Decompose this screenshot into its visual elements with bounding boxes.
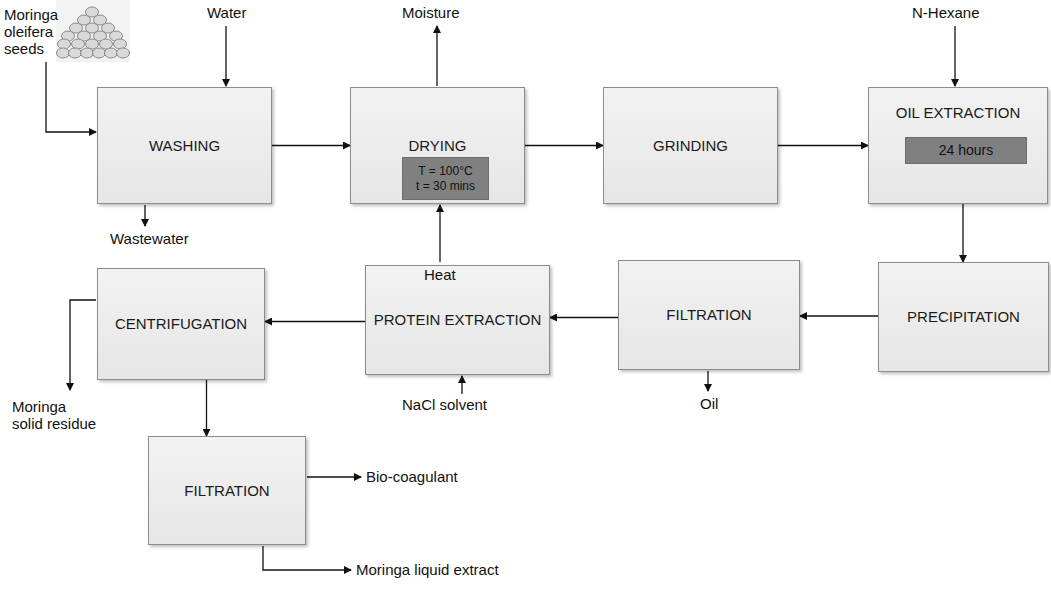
text-group: FILTRATION: [619, 306, 799, 324]
condition-text: T = 100°C: [409, 164, 482, 179]
output-arrow: [70, 300, 96, 390]
output-arrow: [307, 476, 361, 477]
flow-arrow: [206, 380, 207, 436]
process-box: WASHING: [97, 87, 272, 204]
step-name: OIL EXTRACTION: [875, 104, 1041, 122]
stream-label: Water: [207, 4, 246, 21]
condition-text: 24 hours: [912, 142, 1020, 159]
step-name: PRECIPITATION: [885, 308, 1042, 326]
stream-label: Moisture: [402, 4, 460, 21]
flow-arrow: [272, 145, 350, 146]
step-name: PROTEIN EXTRACTION: [372, 311, 543, 329]
condition-box: T = 100°Ct = 30 mins: [402, 157, 489, 200]
input-arrow: [46, 62, 96, 132]
flow-arrow: [525, 145, 603, 146]
seed: [57, 48, 70, 58]
output-arrow: [144, 205, 145, 226]
text-group: FILTRATION: [149, 482, 305, 500]
text-group: CENTRIFUGATION: [98, 315, 264, 333]
text-group: DRYING: [351, 137, 524, 155]
process-box: GRINDING: [603, 87, 778, 204]
step-name: GRINDING: [610, 137, 771, 155]
seed: [93, 48, 106, 58]
process-box: FILTRATION: [618, 260, 800, 370]
seed: [100, 39, 113, 49]
flow-arrow: [800, 315, 878, 316]
process-box: DRYING T = 100°Ct = 30 mins: [350, 87, 525, 204]
text-group: T = 100°Ct = 30 mins: [403, 164, 488, 194]
process-box: PRECIPITATION: [878, 262, 1049, 372]
stream-label: Oil: [700, 395, 718, 412]
step-name: FILTRATION: [625, 306, 793, 324]
process-box: OIL EXTRACTION 24 hours: [868, 87, 1048, 204]
step-name: FILTRATION: [155, 482, 299, 500]
seed-photo: [56, 0, 130, 62]
input-arrow: [439, 205, 440, 262]
seed: [72, 39, 85, 49]
condition-box: 24 hours: [905, 137, 1027, 164]
stream-label: Bio-coagulant: [366, 468, 458, 485]
process-box: FILTRATION: [148, 436, 306, 545]
step-name: WASHING: [104, 137, 265, 155]
input-arrow: [225, 26, 226, 86]
text-group: PRECIPITATION: [879, 308, 1048, 326]
flow-arrow: [778, 145, 868, 146]
seed: [58, 39, 71, 49]
text-group: PROTEIN EXTRACTION: [366, 311, 549, 329]
text-group: GRINDING: [604, 137, 777, 155]
input-arrow: [461, 376, 462, 394]
flow-arrow: [265, 321, 365, 322]
stream-label: Moringa oleifera seeds: [4, 6, 66, 57]
text-group: WASHING: [98, 137, 271, 155]
seed: [114, 39, 127, 49]
condition-text: t = 30 mins: [409, 179, 482, 194]
stream-label: Wastewater: [110, 230, 189, 247]
output-arrow: [436, 26, 437, 86]
process-box: CENTRIFUGATION: [97, 268, 265, 380]
seed: [81, 48, 94, 58]
seed: [86, 39, 99, 49]
stream-label: Moringa liquid extract: [356, 561, 499, 578]
stream-label: Heat: [424, 266, 456, 283]
output-arrow: [263, 546, 351, 570]
stream-label: Moringa solid residue: [12, 398, 100, 432]
step-name: DRYING: [357, 137, 518, 155]
flow-arrow: [550, 317, 618, 318]
seed: [105, 48, 118, 58]
seed: [69, 48, 82, 58]
text-group: 24 hours: [906, 142, 1026, 159]
output-arrow: [707, 371, 708, 391]
flow-arrow: [962, 204, 963, 262]
stream-label: NaCl solvent: [402, 396, 487, 413]
text-group: OIL EXTRACTION: [869, 104, 1047, 122]
input-arrow: [954, 26, 955, 86]
seed: [117, 48, 130, 58]
seed-heap: [57, 7, 130, 58]
stream-label: N-Hexane: [912, 4, 980, 21]
process-box: PROTEIN EXTRACTION: [365, 265, 550, 375]
step-name: CENTRIFUGATION: [104, 315, 258, 333]
